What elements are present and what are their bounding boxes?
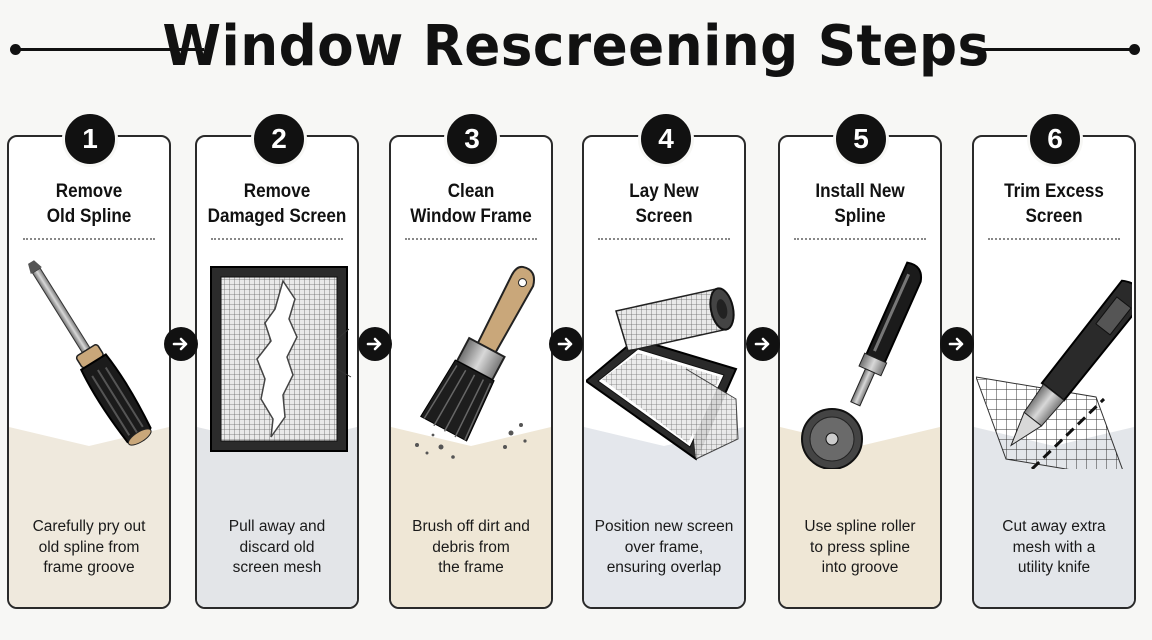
paint-brush-icon [415,265,535,459]
step-3-number-badge: 3 [444,111,500,167]
spline-roller-icon [801,261,923,469]
step-card-3-desc-panel [391,427,551,607]
title-rule-left [14,48,204,51]
torn-screen-icon [210,266,352,452]
title-rule-dot-left [10,44,21,55]
arrow-right-icon [549,327,583,361]
step-4-number-badge: 4 [638,111,694,167]
step-2-number-badge: 2 [251,111,307,167]
screen-roll-icon [586,287,739,461]
header: Window Rescreening Steps [0,0,1152,100]
step-6-number-badge: 6 [1027,111,1083,167]
title-rule-right [968,48,1136,51]
page-title: Window Rescreening Steps [162,14,990,79]
step-2-divider [211,238,343,240]
arrow-right-icon [358,327,392,361]
step-5-number-badge: 5 [833,111,889,167]
utility-knife-icon [976,279,1132,469]
step-3-divider [405,238,537,240]
step-card-2-desc-panel [197,427,357,607]
step-1-divider [23,238,155,240]
arrow-right-icon [164,327,198,361]
title-rule-dot-right [1129,44,1140,55]
step-1-number-badge: 1 [62,111,118,167]
step-5-divider [794,238,926,240]
screwdriver-icon [28,260,152,446]
arrow-right-icon [940,327,974,361]
step-4-divider [598,238,730,240]
arrow-right-icon [746,327,780,361]
step-card-5-desc-panel [780,427,940,607]
step-6-divider [988,238,1120,240]
